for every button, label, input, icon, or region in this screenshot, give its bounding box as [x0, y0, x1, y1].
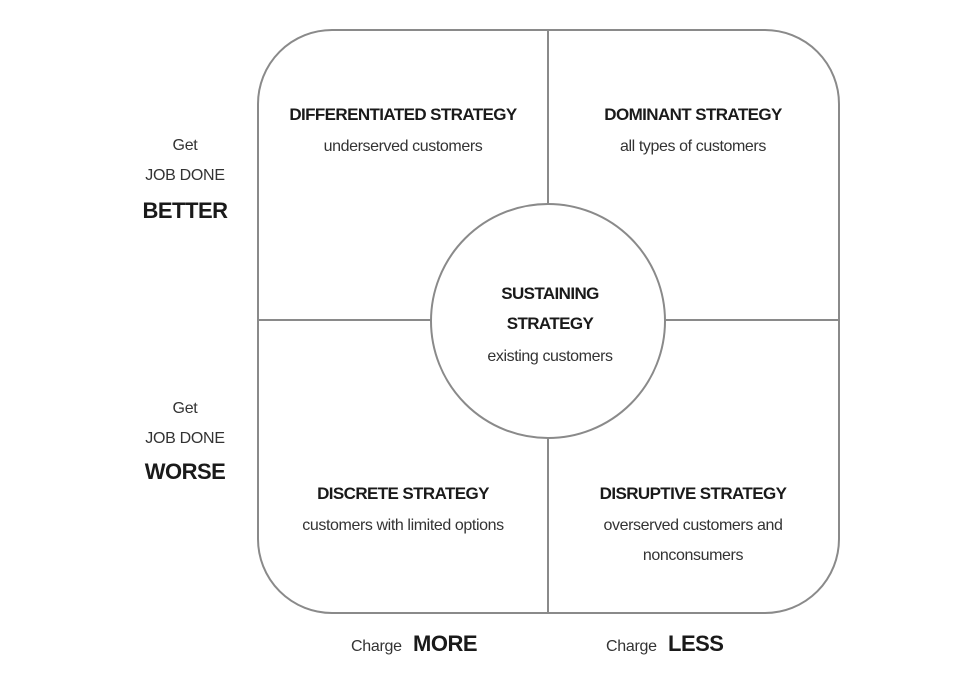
quadrant-title: DIFFERENTIATED STRATEGY [289, 105, 518, 124]
axis-emphasis: MORE [413, 631, 477, 656]
axis-emphasis: BETTER [143, 198, 229, 223]
quadrant-subtitle-line2: nonconsumers [643, 547, 744, 564]
quadrant-title: DOMINANT STRATEGY [604, 105, 783, 124]
quadrant-title: DISCRETE STRATEGY [317, 484, 490, 503]
axis-text: Get [173, 137, 199, 154]
quadrant-discrete: DISCRETE STRATEGY customers with limited… [302, 484, 504, 534]
axis-text: JOB DONE [145, 167, 224, 184]
y-axis-label-worse: Get JOB DONE WORSE [145, 400, 226, 484]
axis-text: Get [173, 400, 199, 417]
center-sustaining: SUSTAINING STRATEGY existing customers [487, 284, 613, 365]
center-title-line1: SUSTAINING [501, 284, 599, 303]
quadrant-disruptive: DISRUPTIVE STRATEGY overserved customers… [600, 484, 789, 564]
axis-text: Charge [351, 638, 402, 655]
quadrant-subtitle: underserved customers [324, 138, 483, 155]
quadrant-subtitle: customers with limited options [302, 517, 504, 534]
center-circle [430, 203, 666, 439]
x-axis-label-more: Charge MORE [351, 631, 478, 656]
axis-text: JOB DONE [145, 430, 224, 447]
center-subtitle: existing customers [487, 348, 613, 365]
quadrant-subtitle: all types of customers [620, 138, 766, 155]
x-axis-label-less: Charge LESS [606, 631, 724, 656]
axis-emphasis: WORSE [145, 459, 226, 484]
quadrant-subtitle-line1: overserved customers and [604, 517, 783, 534]
quadrant-differentiated: DIFFERENTIATED STRATEGY underserved cust… [289, 105, 518, 155]
quadrant-title: DISRUPTIVE STRATEGY [600, 484, 788, 503]
center-title-line2: STRATEGY [507, 314, 595, 333]
y-axis-label-better: Get JOB DONE BETTER [143, 137, 229, 223]
quadrant-dominant: DOMINANT STRATEGY all types of customers [604, 105, 783, 155]
axis-text: Charge [606, 638, 657, 655]
axis-emphasis: LESS [668, 631, 723, 656]
